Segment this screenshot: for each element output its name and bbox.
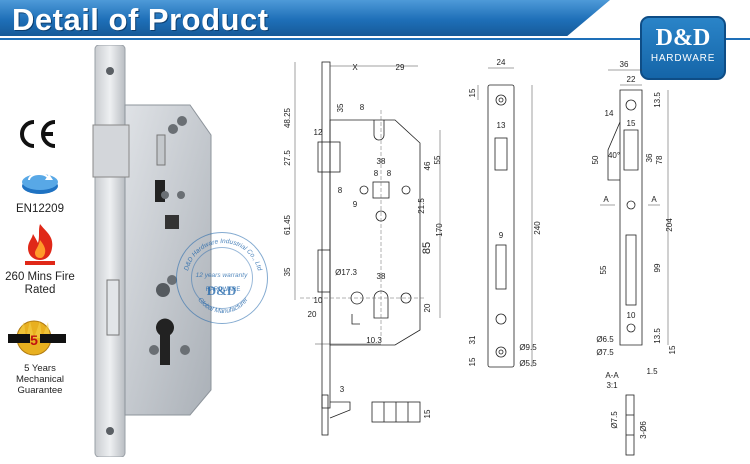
strike-dim-40-deg: 40° bbox=[608, 151, 620, 160]
front-dim-46: 46 bbox=[423, 161, 432, 170]
strike-dim-78: 78 bbox=[655, 155, 664, 164]
strike-section-marker-right: A bbox=[651, 195, 657, 204]
certification-ce bbox=[0, 118, 80, 155]
front-dim-61-45: 61.45 bbox=[283, 214, 292, 235]
strike-dim-13-5-bottom: 13.5 bbox=[653, 328, 662, 344]
strike-dim-d7-5: Ø7.5 bbox=[596, 348, 614, 357]
en12209-icon bbox=[22, 173, 58, 194]
strike-dim-10: 10 bbox=[627, 311, 636, 320]
front-dim-20-left: 20 bbox=[308, 310, 317, 319]
strike-dim-d6-5: Ø6.5 bbox=[596, 335, 614, 344]
watermark-ring-text: D&D Hardware Industrial Co., Ltd Global … bbox=[183, 238, 263, 315]
faceplate-dim-9: 9 bbox=[499, 231, 504, 240]
strike-dim-55: 55 bbox=[599, 265, 608, 274]
cert-label-fire-rated: 260 Mins Fire Rated bbox=[5, 271, 75, 296]
svg-text:5: 5 bbox=[30, 332, 38, 348]
strike-dim-22: 22 bbox=[627, 75, 636, 84]
front-dim-38-top: 38 bbox=[377, 157, 386, 166]
front-dim-21-5: 21.5 bbox=[417, 198, 426, 214]
strike-dim-36: 36 bbox=[645, 153, 654, 162]
front-dim-8-a: 8 bbox=[374, 169, 379, 178]
section-label: A-A bbox=[605, 371, 619, 380]
faceplate-dim-31: 31 bbox=[468, 335, 477, 344]
strike-dim-13-5-top: 13.5 bbox=[653, 92, 662, 108]
section-dim-3-d6: 3-Ø6 bbox=[639, 421, 648, 439]
front-dim-8-slot: 8 bbox=[360, 103, 365, 112]
faceplate-dim-15-top: 15 bbox=[468, 88, 477, 97]
brand-logo-main: D&D bbox=[655, 25, 711, 51]
anvil-years-icon: 5 bbox=[8, 320, 66, 356]
front-dim-20-right: 20 bbox=[423, 303, 432, 312]
front-view-dimension-lines bbox=[294, 62, 441, 345]
latch-side-view bbox=[321, 394, 421, 436]
strike-dim-15-bottom: 15 bbox=[668, 345, 677, 354]
latch-dim-3: 3 bbox=[340, 385, 345, 394]
faceplate-dim-d9-5: Ø9.5 bbox=[519, 343, 537, 352]
page-title: Detail of Product bbox=[12, 2, 269, 37]
watermark-warranty: 12 years warranty bbox=[195, 272, 248, 279]
faceplate-dim-240: 240 bbox=[533, 221, 542, 235]
faceplate-outline bbox=[487, 84, 515, 368]
front-dim-48-25: 48.25 bbox=[283, 107, 292, 128]
faceplate-dim-d5-5: Ø5.5 bbox=[519, 359, 537, 368]
front-dim-38-bottom: 38 bbox=[377, 272, 386, 281]
strike-dim-15-top: 15 bbox=[627, 119, 636, 128]
brand-logo-sub: HARDWARE bbox=[650, 53, 716, 64]
cert-label-mechanical-guarantee: 5 Years Mechanical Guarantee bbox=[15, 363, 65, 396]
mortice-lock-photo bbox=[92, 45, 212, 457]
section-dim-1-5: 1.5 bbox=[646, 367, 658, 376]
banner-underline bbox=[0, 38, 750, 40]
certification-en12209: EN12209 bbox=[0, 164, 80, 216]
front-view-centerlines bbox=[300, 110, 425, 340]
faceplate-dim-24: 24 bbox=[497, 58, 506, 67]
front-dim-12: 12 bbox=[314, 128, 323, 137]
front-dim-8-b: 8 bbox=[387, 169, 392, 178]
company-watermark: 12 years warranty D&D D&D Hardware Indus… bbox=[176, 232, 268, 324]
front-dim-55: 55 bbox=[433, 155, 442, 164]
front-dim-27-5: 27.5 bbox=[283, 150, 292, 166]
front-dim-170: 170 bbox=[435, 223, 444, 237]
strike-plate-outline bbox=[607, 89, 643, 346]
faceplate-dimension-lines bbox=[477, 67, 533, 367]
banner-background bbox=[0, 0, 610, 36]
strike-dim-14: 14 bbox=[605, 109, 614, 118]
front-dim-d17-3: Ø17.3 bbox=[335, 268, 357, 277]
certification-fire-rated: 260 Mins Fire Rated bbox=[0, 222, 80, 297]
front-view-outline bbox=[317, 61, 421, 409]
cert-label-en12209: EN12209 bbox=[16, 203, 64, 215]
section-dim-d7-5: Ø7.5 bbox=[610, 411, 619, 429]
strike-dim-99: 99 bbox=[653, 263, 662, 272]
fire-icon bbox=[25, 224, 55, 265]
faceplate-dim-13: 13 bbox=[497, 121, 506, 130]
strike-plate-dimension-lines bbox=[600, 69, 669, 345]
front-dim-10-left: 10 bbox=[314, 296, 323, 305]
front-dim-29: 29 bbox=[396, 63, 405, 72]
watermark-inner-ring bbox=[191, 247, 253, 309]
strike-dim-50: 50 bbox=[591, 155, 600, 164]
strike-section-marker-left: A bbox=[603, 195, 609, 204]
header-banner: Detail of Product bbox=[0, 0, 750, 40]
section-view bbox=[625, 394, 635, 456]
latch-dim-15: 15 bbox=[423, 409, 432, 418]
brand-logo: D&D HARDWARE bbox=[640, 16, 726, 80]
front-dim-9: 9 bbox=[353, 200, 358, 209]
front-dim-35-bottom: 35 bbox=[283, 267, 292, 276]
front-dim-10-3: 10.3 bbox=[366, 336, 382, 345]
front-dim-85: 85 bbox=[421, 242, 433, 254]
strike-dim-36-top: 36 bbox=[620, 60, 629, 69]
front-dim-8-side: 8 bbox=[338, 186, 343, 195]
ce-mark-icon bbox=[20, 120, 56, 148]
front-dim-x: X bbox=[352, 63, 358, 72]
front-dim-35-top: 35 bbox=[336, 103, 345, 112]
strike-dim-204: 204 bbox=[665, 218, 674, 232]
watermark-brand: D&D bbox=[206, 283, 237, 298]
section-scale: 3:1 bbox=[606, 381, 618, 390]
certification-mechanical-guarantee: 5 5 Years Mechanical Guarantee bbox=[0, 318, 80, 396]
watermark-sub: HARDWARE bbox=[206, 287, 241, 293]
faceplate-dim-15-bottom: 15 bbox=[468, 357, 477, 366]
